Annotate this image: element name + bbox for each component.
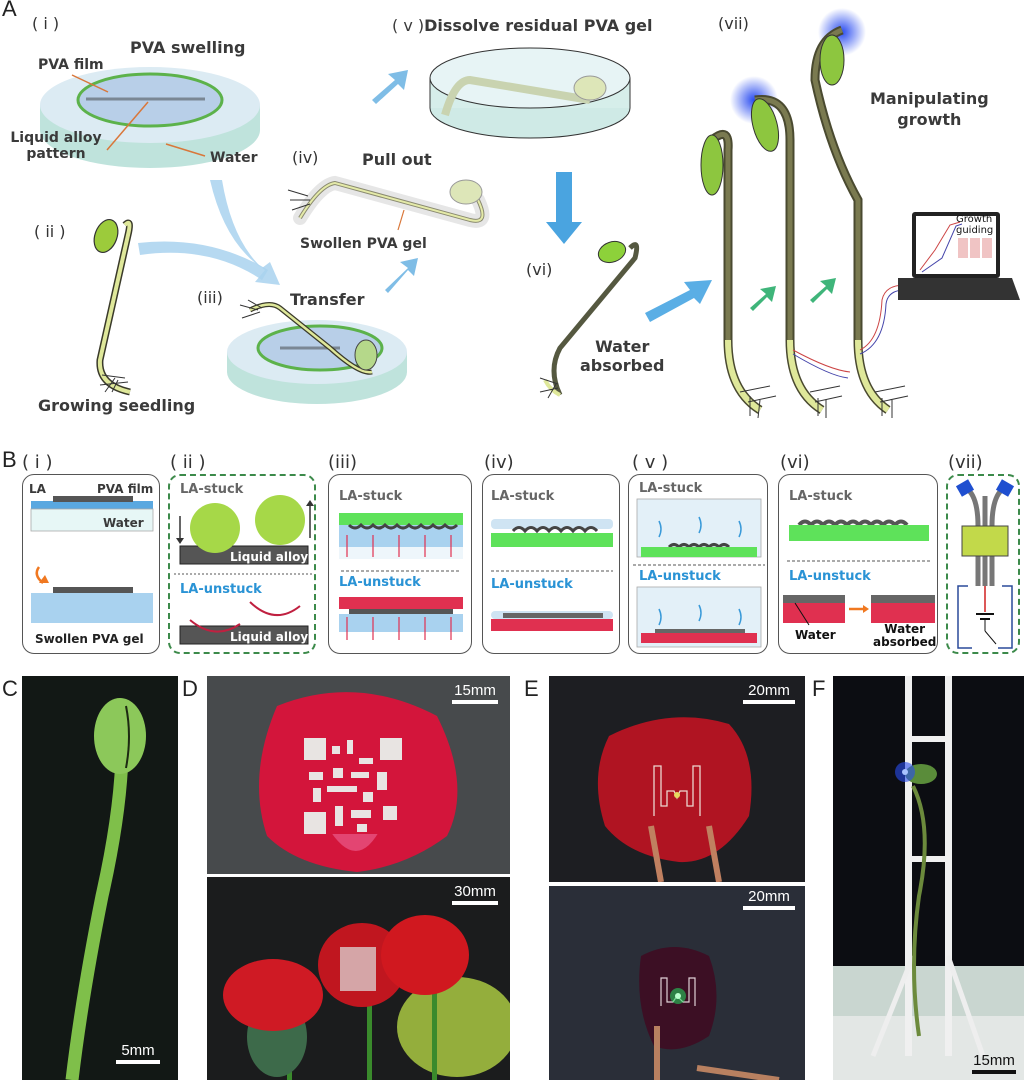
b-ii-unstuck-label: LA-unstuck xyxy=(180,582,262,597)
step-v-title: ( v )Dissolve residual PVA gel xyxy=(392,18,652,34)
b-iv-box: LA-stuck LA-unstuck xyxy=(482,474,620,654)
step-i-title: PVA swelling xyxy=(130,38,246,57)
photo-d-top-scale-label: 15mm xyxy=(454,682,496,699)
scale-bar-line xyxy=(116,1060,160,1064)
b-i-diagram xyxy=(30,496,154,623)
b-vi-water-absorbed-label: Water absorbed xyxy=(873,622,937,649)
water-label: Water xyxy=(210,150,258,166)
photo-f-scale-label: 15mm xyxy=(973,1052,1015,1069)
pva-dish-illustration xyxy=(40,67,260,168)
step-vi-number: (vi) xyxy=(526,260,553,279)
panel-e-letter: E xyxy=(524,676,539,701)
b-vii-box xyxy=(946,474,1020,654)
photo-e-top-scale-label: 20mm xyxy=(748,682,790,699)
b-ii-diagram xyxy=(174,495,314,645)
b-i-water-label: Water xyxy=(103,516,144,530)
b-iv-stuck-label: LA-stuck xyxy=(491,489,555,504)
step-v-text: Dissolve residual PVA gel xyxy=(424,16,653,35)
b-vi-water-label: Water xyxy=(795,628,836,642)
scale-bar-line xyxy=(743,700,795,704)
pull-out-illustration xyxy=(287,47,712,399)
b-ii-stuck-label: LA-stuck xyxy=(180,482,244,497)
photo-d-roses: 30mm xyxy=(207,877,510,1080)
b-v-number: ( v ) xyxy=(632,452,669,473)
b-vii-circuit-diagram xyxy=(955,479,1015,649)
b-ii-number: ( ii ) xyxy=(170,452,206,473)
laptop-screen-text: Growth guiding xyxy=(956,214,994,236)
step-vii-title: Manipulating growth xyxy=(870,89,989,129)
step-iii-number: (iii) xyxy=(197,288,223,307)
b-vi-unstuck-label: LA-unstuck xyxy=(789,569,871,584)
b-ii-alloy-label-top: Liquid alloy xyxy=(230,550,309,564)
b-i-pva-film-label: PVA film xyxy=(97,482,154,496)
b-iii-stuck-label: LA-stuck xyxy=(339,489,403,504)
b-v-stuck-label: LA-stuck xyxy=(639,481,703,496)
panel-a-letter: A xyxy=(2,0,17,21)
photo-f-scale-bar: 15mm xyxy=(972,1052,1016,1074)
panel-f-letter: F xyxy=(812,676,826,701)
b-i-number: ( i ) xyxy=(22,452,53,473)
photo-c-scale-label: 5mm xyxy=(121,1042,155,1059)
photo-e-petal-circuit: 20mm xyxy=(549,676,805,882)
b-iii-diagram xyxy=(339,513,463,640)
scale-bar-line xyxy=(972,1070,1016,1074)
b-vii-number: (vii) xyxy=(948,452,983,473)
step-iv-title: Pull out xyxy=(362,150,432,169)
step-v-number: ( v ) xyxy=(392,16,425,35)
b-v-diagram xyxy=(633,498,765,648)
step-ii-title: Growing seedling xyxy=(38,396,196,415)
b-ii-box: LA-stuck LA-unstuck Liquid alloy Liquid … xyxy=(168,474,316,654)
photo-e-dark-petal-led: 20mm xyxy=(549,886,805,1080)
b-iv-diagram xyxy=(491,519,613,631)
photo-e-bottom-scale-label: 20mm xyxy=(748,888,790,905)
step-ii-number: ( ii ) xyxy=(34,222,66,241)
photo-d-top-content xyxy=(259,692,458,872)
b-i-gel-label: Swollen PVA gel xyxy=(35,632,144,646)
photo-d-top-scale-bar: 15mm xyxy=(452,682,498,704)
step-iii-title: Transfer xyxy=(290,290,365,309)
scale-bar-line xyxy=(452,901,498,905)
seedling-ii-illustration xyxy=(93,180,418,404)
b-iii-box: LA-stuck LA-unstuck xyxy=(328,474,472,654)
photo-c-scale-bar: 5mm xyxy=(116,1042,160,1064)
photo-e-bottom-scale-bar: 20mm xyxy=(743,888,795,910)
b-v-unstuck-label: LA-unstuck xyxy=(639,569,721,584)
b-i-la-label: LA xyxy=(29,482,46,496)
photo-d-bottom-scale-bar: 30mm xyxy=(452,883,498,905)
b-iv-number: (iv) xyxy=(484,452,514,473)
panel-b-letter: B xyxy=(2,447,17,472)
photo-e-top-scale-bar: 20mm xyxy=(743,682,795,704)
photo-f-content xyxy=(833,676,1024,1080)
step-vi-title: Water absorbed xyxy=(580,337,665,375)
manipulating-growth-illustration xyxy=(700,8,1020,419)
photo-c-content xyxy=(65,698,146,1080)
b-i-box: LA PVA film Water Swollen PVA gel xyxy=(22,474,160,654)
photo-d-petal-qr: 15mm xyxy=(207,676,510,874)
photo-e-top-content xyxy=(597,717,752,882)
photo-d-bottom-content xyxy=(223,915,510,1080)
step-iv-number: (iv) xyxy=(292,148,319,167)
panel-d-letter: D xyxy=(182,676,198,701)
b-ii-alloy-label-bottom: Liquid alloy xyxy=(230,630,309,644)
b-iv-unstuck-label: LA-unstuck xyxy=(491,577,573,592)
liquid-alloy-label: Liquid alloy pattern xyxy=(10,130,102,162)
photo-f-seedling-led: 15mm xyxy=(833,676,1024,1080)
photo-e-bottom-content xyxy=(639,947,780,1080)
b-vi-diagram xyxy=(783,519,935,626)
b-iii-unstuck-label: LA-unstuck xyxy=(339,575,421,590)
step-i-number: ( i ) xyxy=(32,14,60,33)
panel-c-letter: C xyxy=(2,676,18,701)
scale-bar-line xyxy=(452,700,498,704)
scale-bar-line xyxy=(743,906,795,910)
pva-film-label: PVA film xyxy=(38,57,104,73)
b-vi-stuck-label: LA-stuck xyxy=(789,489,853,504)
swollen-gel-label: Swollen PVA gel xyxy=(300,236,427,252)
photo-c-seedling: 5mm xyxy=(22,676,178,1080)
photo-d-bottom-scale-label: 30mm xyxy=(454,883,496,900)
b-vi-box: LA-stuck LA-unstuck Water Water absorbed xyxy=(778,474,938,654)
b-vi-number: (vi) xyxy=(780,452,810,473)
b-iii-number: (iii) xyxy=(328,452,358,473)
step-vii-number: (vii) xyxy=(718,14,749,33)
b-v-box: LA-stuck LA-unstuck xyxy=(628,474,768,654)
